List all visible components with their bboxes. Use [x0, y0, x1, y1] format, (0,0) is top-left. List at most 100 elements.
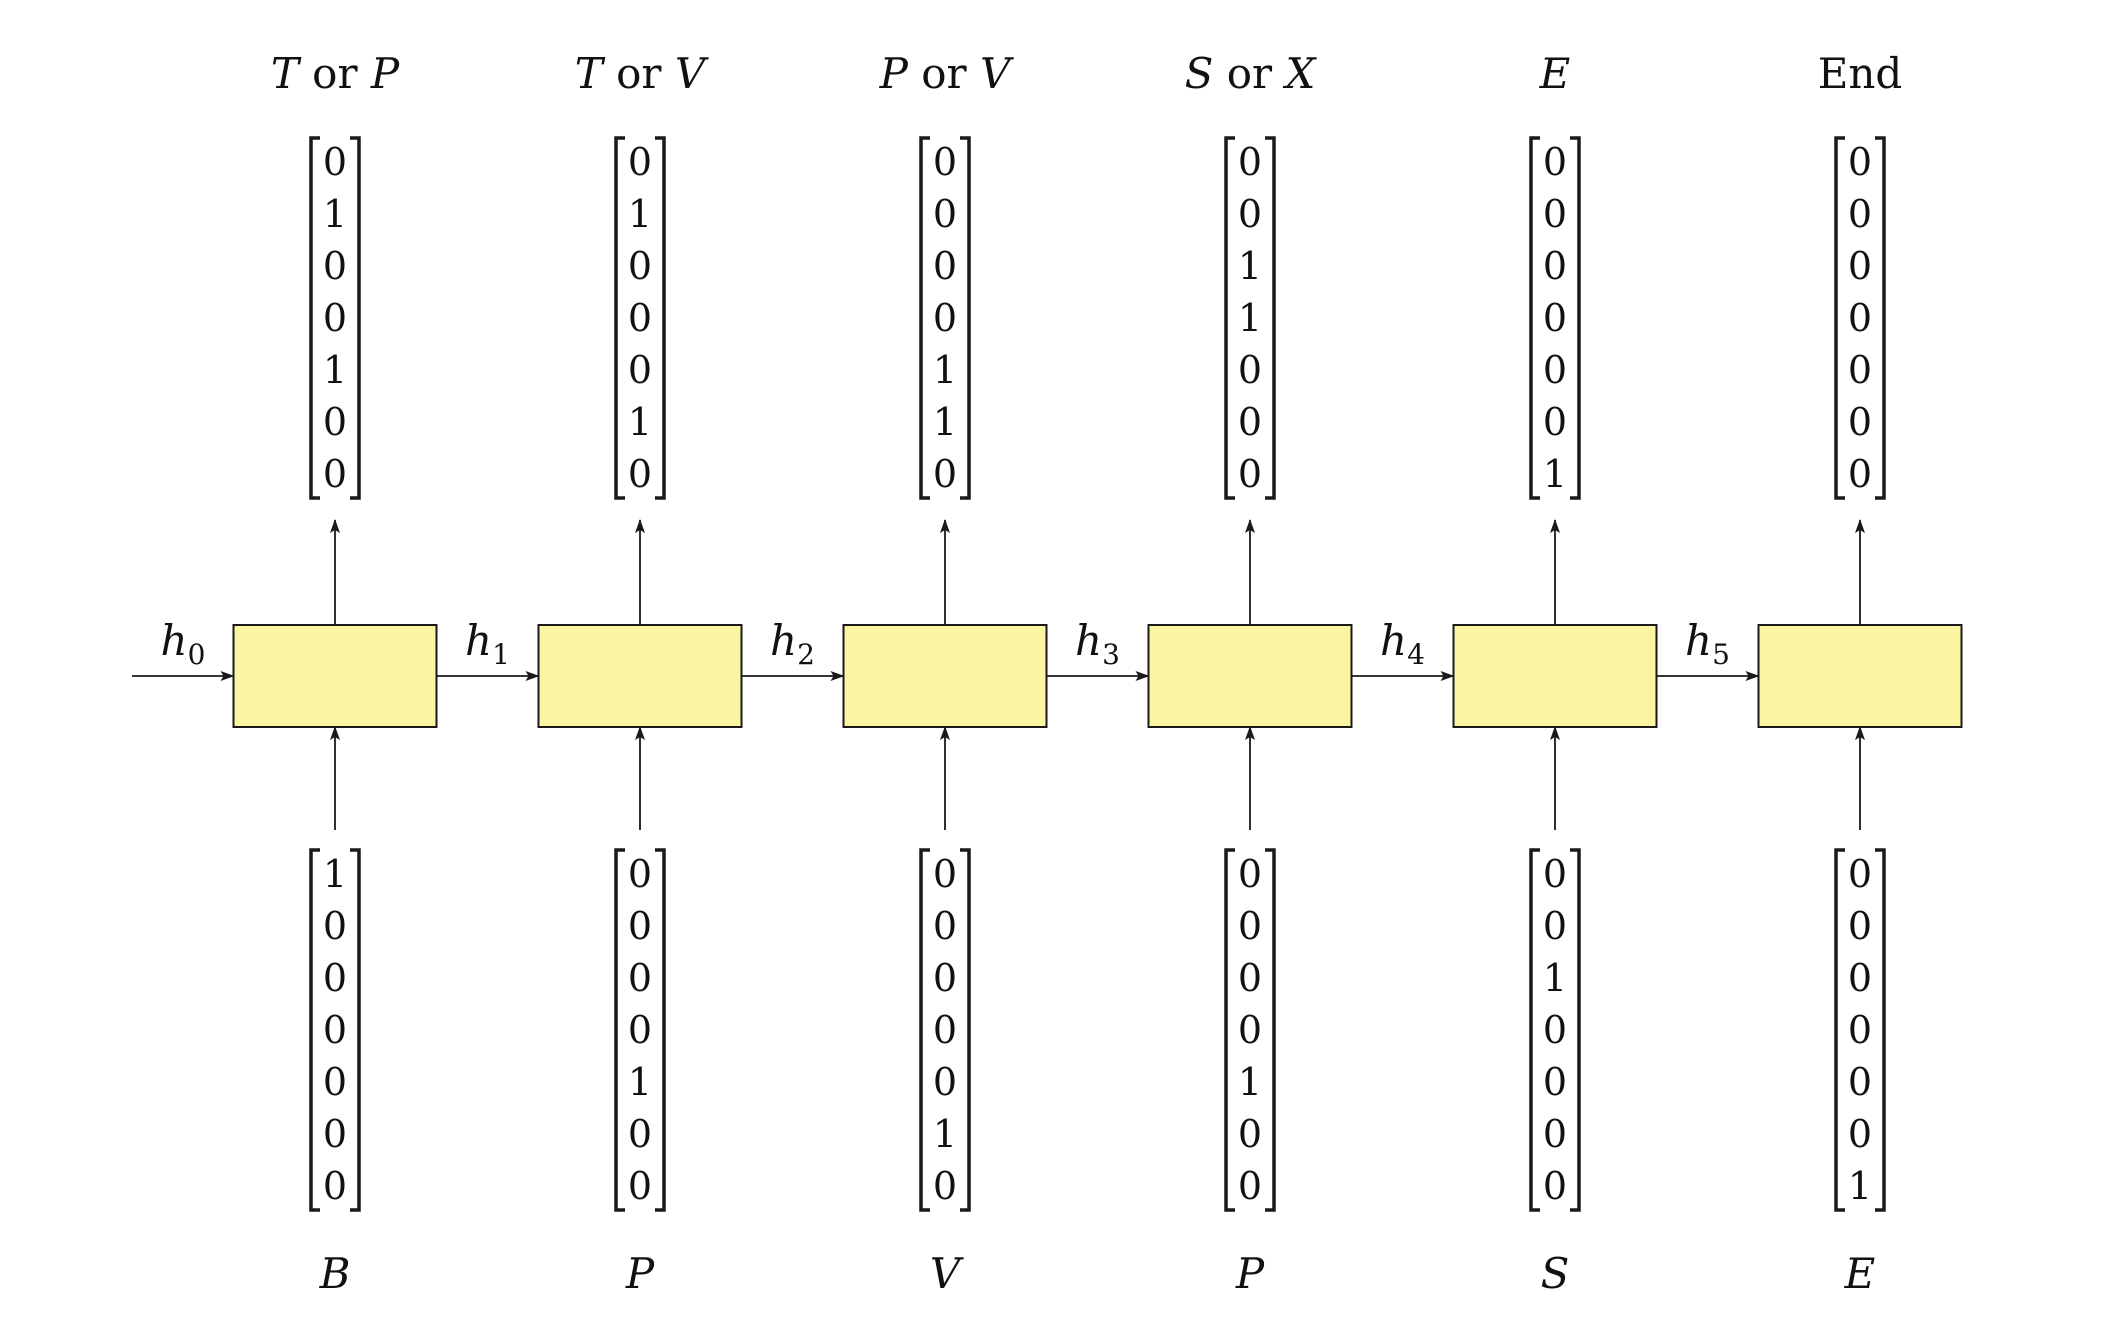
hidden-label-h0-subscript: 0: [188, 638, 206, 671]
output-entry: 0: [1238, 400, 1262, 444]
output-label: End: [1818, 49, 1903, 98]
hidden-label-h1-symbol: h: [465, 616, 492, 665]
hidden-label-h4-symbol: h: [1380, 616, 1407, 665]
output-entry: 0: [1848, 244, 1872, 288]
input-entry: 0: [1543, 904, 1567, 948]
input-entry: 0: [323, 956, 347, 1000]
input-entry: 0: [1543, 1060, 1567, 1104]
input-symbol: P: [625, 1249, 655, 1298]
output-entry: 1: [323, 348, 347, 392]
output-entry: 0: [933, 296, 957, 340]
input-left-bracket: [614, 848, 625, 1212]
input-entry: 0: [1848, 904, 1872, 948]
output-entry: 1: [1543, 452, 1567, 496]
output-entry: 1: [933, 348, 957, 392]
input-entry: 1: [323, 852, 347, 896]
output-label-part: S: [1185, 49, 1214, 98]
output-entry: 0: [1543, 296, 1567, 340]
input-entry: 0: [933, 852, 957, 896]
input-symbol: S: [1541, 1249, 1570, 1298]
output-entry: 1: [933, 400, 957, 444]
input-entry: 0: [1848, 852, 1872, 896]
output-entry: 0: [933, 140, 957, 184]
output-entry: 0: [1238, 140, 1262, 184]
input-right-bracket: [1570, 848, 1581, 1212]
rnn-cell: [1452, 624, 1658, 728]
output-label-part: End: [1818, 49, 1903, 98]
output-entry: 0: [1848, 140, 1872, 184]
input-symbol: P: [1235, 1249, 1265, 1298]
hidden-label-h2-symbol: h: [770, 616, 797, 665]
input-entry: 0: [1543, 852, 1567, 896]
output-entry: 1: [323, 192, 347, 236]
output-entry: 0: [1848, 400, 1872, 444]
output-label-part: P: [879, 49, 909, 98]
input-entry: 0: [1238, 1008, 1262, 1052]
input-entry: 0: [628, 852, 652, 896]
input-entry: 0: [933, 904, 957, 948]
output-right-bracket: [1875, 136, 1886, 500]
rnn-cell: [842, 624, 1048, 728]
input-left-bracket: [1529, 848, 1540, 1212]
output-entry: 0: [1238, 348, 1262, 392]
input-right-bracket: [1265, 848, 1276, 1212]
hidden-label-h1: h1: [465, 616, 510, 671]
output-label-part: X: [1282, 49, 1317, 98]
input-left-bracket: [1834, 848, 1845, 1212]
output-entry: 0: [628, 244, 652, 288]
input-entry: 0: [323, 1060, 347, 1104]
input-entry: 0: [628, 1164, 652, 1208]
output-left-bracket: [1224, 136, 1235, 500]
hidden-label-h2: h2: [770, 616, 815, 671]
output-entry: 0: [628, 348, 652, 392]
hidden-label-h1-subscript: 1: [492, 638, 510, 671]
input-entry: 0: [628, 1112, 652, 1156]
output-right-bracket: [1265, 136, 1276, 500]
output-entry: 0: [933, 244, 957, 288]
output-label-part: or: [299, 49, 371, 98]
output-label-part: V: [675, 49, 709, 98]
input-entry: 0: [1543, 1164, 1567, 1208]
output-entry: 0: [323, 140, 347, 184]
input-entry: 0: [1238, 1164, 1262, 1208]
output-entry: 1: [1238, 244, 1262, 288]
input-entry: 0: [628, 956, 652, 1000]
output-entry: 0: [628, 452, 652, 496]
output-entry: 0: [1543, 400, 1567, 444]
output-entry: 0: [323, 244, 347, 288]
hidden-label-h0: h0: [161, 616, 206, 671]
output-entry: 1: [628, 192, 652, 236]
rnn-cell: [1147, 624, 1353, 728]
input-entry: 0: [628, 1008, 652, 1052]
output-left-bracket: [1834, 136, 1845, 500]
input-symbol: V: [930, 1249, 964, 1298]
output-label-part: T: [271, 49, 302, 98]
output-entry: 0: [323, 296, 347, 340]
output-label: T or P: [271, 49, 400, 98]
output-left-bracket: [1529, 136, 1540, 500]
input-entry: 0: [933, 1008, 957, 1052]
input-right-bracket: [960, 848, 971, 1212]
output-left-bracket: [309, 136, 320, 500]
output-entry: 0: [1543, 140, 1567, 184]
input-entry: 0: [1238, 904, 1262, 948]
input-entry: 0: [1848, 1008, 1872, 1052]
input-entry: 0: [933, 1060, 957, 1104]
input-entry: 0: [1543, 1112, 1567, 1156]
output-entry: 0: [323, 452, 347, 496]
input-entry: 1: [1238, 1060, 1262, 1104]
input-entry: 0: [1238, 852, 1262, 896]
output-entry: 0: [933, 452, 957, 496]
output-label: S or X: [1185, 49, 1318, 98]
output-right-bracket: [960, 136, 971, 500]
